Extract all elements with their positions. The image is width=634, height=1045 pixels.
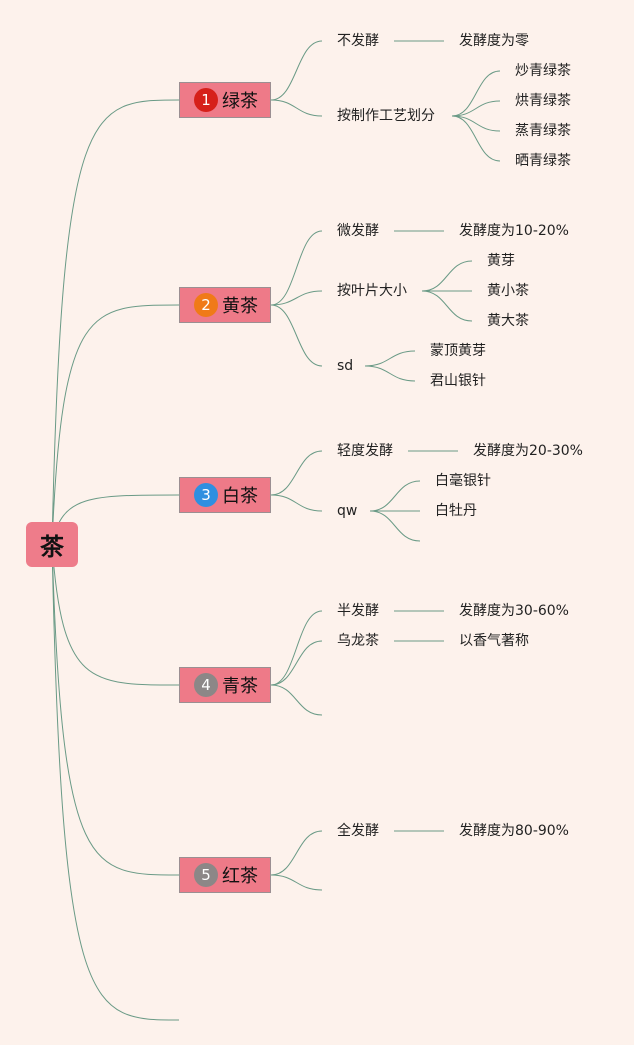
branch-label: 红茶	[222, 866, 258, 887]
node-label[interactable]: 按叶片大小	[337, 283, 407, 299]
connector-line	[421, 290, 473, 322]
root-connector-line	[51, 304, 180, 545]
node-label[interactable]: 蒙顶黄芽	[430, 343, 486, 359]
connector-line	[270, 290, 323, 306]
node-label[interactable]: sd	[337, 358, 354, 374]
connector-line	[270, 830, 323, 876]
number-badge-icon: 5	[194, 863, 218, 887]
connector-line	[270, 610, 323, 686]
branch-white-tea[interactable]: 3 白茶	[179, 477, 271, 513]
connector-line	[421, 260, 473, 292]
branch-oolong-tea[interactable]: 4 青茶	[179, 667, 271, 703]
branch-yellow-tea[interactable]: 2 黄茶	[179, 287, 271, 323]
root-node[interactable]: 茶	[26, 522, 78, 567]
node-label[interactable]: 微发酵	[337, 223, 379, 239]
node-label[interactable]: 发酵度为80-90%	[459, 823, 569, 839]
number-badge-icon: 4	[194, 673, 218, 697]
node-label[interactable]: 炒青绿茶	[515, 63, 571, 79]
connector-line	[270, 684, 323, 716]
root-connector-line	[51, 543, 180, 686]
connector-line	[451, 100, 501, 117]
node-label[interactable]: 白毫银针	[435, 473, 491, 489]
node-label[interactable]: 发酵度为20-30%	[473, 443, 583, 459]
node-label[interactable]: 发酵度为10-20%	[459, 223, 569, 239]
number-badge-icon: 1	[194, 88, 218, 112]
root-connector-line	[51, 99, 180, 545]
node-label[interactable]: 半发酵	[337, 603, 379, 619]
node-label[interactable]: 白牡丹	[435, 503, 477, 519]
node-label[interactable]: qw	[337, 503, 358, 519]
branch-label: 青茶	[222, 676, 258, 697]
connector-line	[270, 99, 323, 117]
root-label: 茶	[40, 533, 64, 561]
node-label[interactable]: 按制作工艺划分	[337, 108, 435, 124]
node-label[interactable]: 轻度发酵	[337, 443, 393, 459]
root-connector-line	[51, 543, 180, 876]
branch-label: 白茶	[222, 486, 258, 507]
connector-line	[451, 115, 501, 162]
connector-line	[369, 510, 421, 542]
node-label[interactable]: 乌龙茶	[337, 633, 379, 649]
connector-line	[270, 40, 323, 101]
node-label[interactable]: 不发酵	[337, 33, 379, 49]
node-label[interactable]: 黄小茶	[487, 283, 529, 299]
connector-line	[364, 350, 416, 367]
number-badge-icon: 2	[194, 293, 218, 317]
connector-line	[364, 365, 416, 382]
connector-line	[270, 494, 323, 512]
connector-line	[369, 480, 421, 512]
branch-label: 绿茶	[222, 91, 258, 112]
node-label[interactable]: 君山银针	[430, 373, 486, 389]
connector-line	[270, 874, 323, 891]
connector-line	[270, 640, 323, 686]
node-label[interactable]: 晒青绿茶	[515, 153, 571, 169]
node-label[interactable]: 蒸青绿茶	[515, 123, 571, 139]
node-label[interactable]: 发酵度为零	[459, 33, 529, 49]
root-connector-line	[51, 543, 180, 1021]
connector-line	[451, 70, 501, 117]
connector-line	[451, 115, 501, 132]
connector-line	[270, 304, 323, 367]
branch-black-tea[interactable]: 5 红茶	[179, 857, 271, 893]
node-label[interactable]: 黄大茶	[487, 313, 529, 329]
node-label[interactable]: 以香气著称	[459, 633, 529, 649]
connector-line	[270, 230, 323, 306]
branch-green-tea[interactable]: 1 绿茶	[179, 82, 271, 118]
branch-label: 黄茶	[222, 296, 258, 317]
node-label[interactable]: 黄芽	[487, 253, 515, 269]
number-badge-icon: 3	[194, 483, 218, 507]
node-label[interactable]: 发酵度为30-60%	[459, 603, 569, 619]
node-label[interactable]: 烘青绿茶	[515, 93, 571, 109]
connector-line	[270, 450, 323, 496]
node-label[interactable]: 全发酵	[337, 823, 379, 839]
